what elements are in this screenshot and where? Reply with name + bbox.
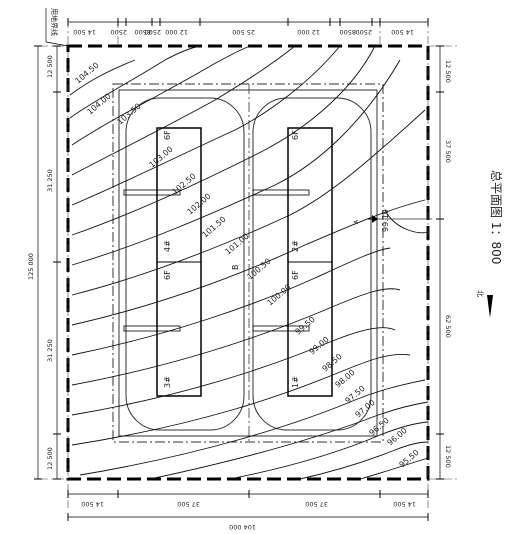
contour-label-12: 99.00 <box>308 335 331 357</box>
building-left-id-mid: 4# <box>163 240 172 252</box>
right-dim-1: 12 500 <box>444 60 452 83</box>
north-arrow-icon <box>487 295 493 318</box>
right-dim-2: 37 500 <box>444 140 452 163</box>
bottom-dim-4: 14 500 <box>393 500 416 508</box>
bottom-dim-2: 37 500 <box>177 500 200 508</box>
contour-label-1: 104.50 <box>74 61 101 86</box>
contour-label-7: 101.50 <box>201 215 228 240</box>
contour-label-16: 97.00 <box>354 398 377 420</box>
left-dim-4: 12 500 <box>46 447 54 470</box>
contour-label-19: 95.50 <box>398 448 421 470</box>
right-dim-3: 62 500 <box>444 315 452 338</box>
contour-label-5: 102.50 <box>171 172 198 197</box>
top-dim-6: 25 500 <box>232 28 255 36</box>
top-dim-7: 12 000 <box>297 28 320 36</box>
building-right-id-bottom: 1# <box>291 376 300 388</box>
bottom-total: 104 000 <box>229 523 256 531</box>
contour-label-14: 98.00 <box>334 368 357 390</box>
left-dim-3: 31 250 <box>46 339 54 362</box>
top-dim-1: 14 500 <box>73 28 96 36</box>
spot-elevation: 99.10 <box>381 209 390 232</box>
building-right-floors-mid: 6F <box>291 270 300 280</box>
top-dim-4: 2500 <box>144 28 161 36</box>
building-right-id-mid: 2# <box>291 240 300 252</box>
left-dimension-chain: 12 500 31 250 31 250 12 500 125 000 <box>27 45 61 480</box>
right-dimension-chain: 12 500 37 500 62 500 12 500 <box>436 45 452 480</box>
top-dim-2: 2500 <box>110 28 127 36</box>
top-dim-5: 12 000 <box>165 28 188 36</box>
road-loop-left <box>125 97 245 431</box>
marker-b: B <box>231 265 240 271</box>
contour-label-4: 103.00 <box>148 145 175 170</box>
building-left-floors-mid: 6F <box>163 270 172 280</box>
road-outer-edge <box>118 89 378 437</box>
site-boundary <box>66 44 430 481</box>
setback-line <box>112 83 384 443</box>
building-right-floors-top: 6F <box>291 130 300 140</box>
building-right <box>252 127 333 397</box>
contour-label-2: 104.00 <box>86 92 113 117</box>
building-left <box>123 127 202 397</box>
left-dim-2: 31 250 <box>46 169 54 192</box>
top-dim-10: 14 500 <box>391 28 414 36</box>
contour-label-6: 102.00 <box>186 192 213 217</box>
contour-lines <box>69 45 429 480</box>
drawing-title: 总平面图 1：800 <box>489 170 503 264</box>
top-dimension-chain: 14 500 2500 8500 2500 12 000 25 500 12 0… <box>67 18 429 36</box>
boundary-label: 用地界线 <box>50 8 59 36</box>
contour-label-17: 96.50 <box>368 416 391 438</box>
marker-a: A <box>353 219 360 224</box>
top-dim-3: 8500 <box>134 28 151 36</box>
right-dim-4: 12 500 <box>444 445 452 468</box>
bottom-dimension-chain: 14 500 37 500 37 500 14 500 104 000 <box>67 490 429 531</box>
top-dim-9: 8500 <box>339 28 356 36</box>
bottom-dim-1: 14 500 <box>81 500 104 508</box>
road-loop-right <box>252 97 372 431</box>
bottom-dim-3: 37 500 <box>305 500 328 508</box>
building-left-id-bottom: 3# <box>163 376 172 388</box>
contour-label-3: 103.50 <box>116 102 143 127</box>
contour-label-8: 101.00 <box>224 232 251 257</box>
left-total: 125 000 <box>27 253 35 280</box>
building-labels: 6F 6F 4# 3# 6F 6F 2# 1# B A <box>163 130 360 388</box>
north-arrow: 北 <box>476 290 493 318</box>
left-dim-1: 12 500 <box>46 55 54 78</box>
top-dim-8: 2500 <box>355 28 372 36</box>
building-left-floors-top: 6F <box>163 130 172 140</box>
north-label: 北 <box>476 290 484 297</box>
contour-label-15: 97.50 <box>344 384 367 406</box>
